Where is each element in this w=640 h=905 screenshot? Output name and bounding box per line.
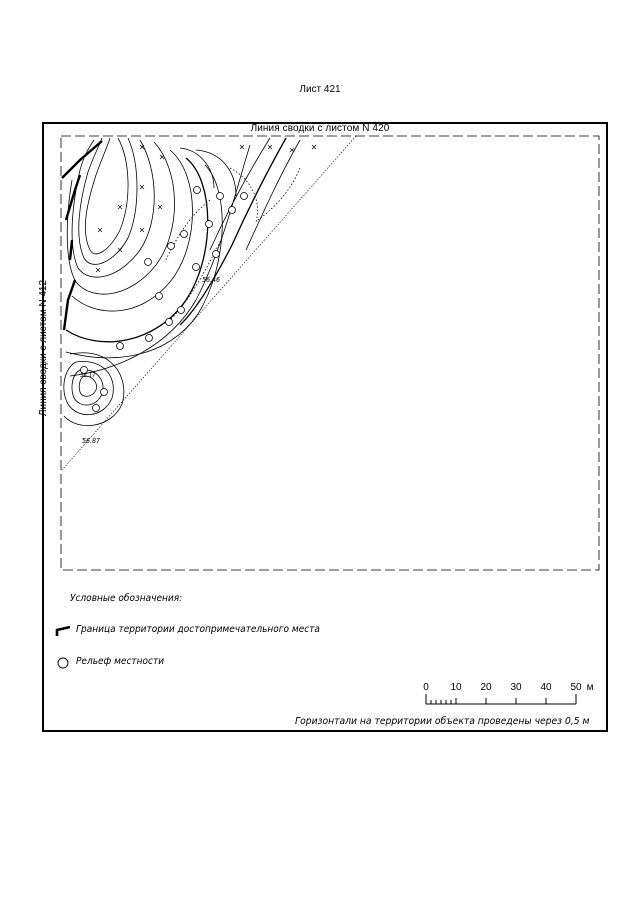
- scale-tick-label: 30: [510, 682, 522, 693]
- scale-unit: м: [586, 682, 594, 693]
- survey-edge: [61, 135, 357, 471]
- site-boundary: [61, 140, 103, 331]
- contour-interval-note: Горизонтали на территории объекта провед…: [295, 716, 590, 727]
- legend-item-label: Граница территории достопримечательного …: [76, 624, 320, 635]
- relief-circle-icon: [57, 657, 69, 669]
- spot-height: 56.46: [202, 276, 221, 284]
- sheet-title: Лист 421: [299, 84, 341, 95]
- relief-markers: [80, 186, 248, 412]
- inner-dashed-border: [60, 135, 600, 571]
- top-match-line-label: Линия сводки с листом N 420: [250, 123, 390, 134]
- scale-tick-label: 50: [570, 682, 582, 693]
- scale-tick-label: 10: [450, 682, 462, 693]
- legend-item-label: Рельеф местности: [76, 656, 165, 667]
- map-frame: [42, 122, 608, 732]
- spot-height: 56.87: [82, 437, 101, 445]
- scale-tick-label: 40: [540, 682, 552, 693]
- scale-bar: [425, 694, 577, 705]
- spot-height: 58.17: [80, 372, 96, 379]
- boundary-corner-icon: [55, 625, 71, 636]
- scale-tick-label: 20: [480, 682, 492, 693]
- legend-title: Условные обозначения:: [70, 593, 183, 604]
- scale-tick-label: 0: [423, 682, 429, 693]
